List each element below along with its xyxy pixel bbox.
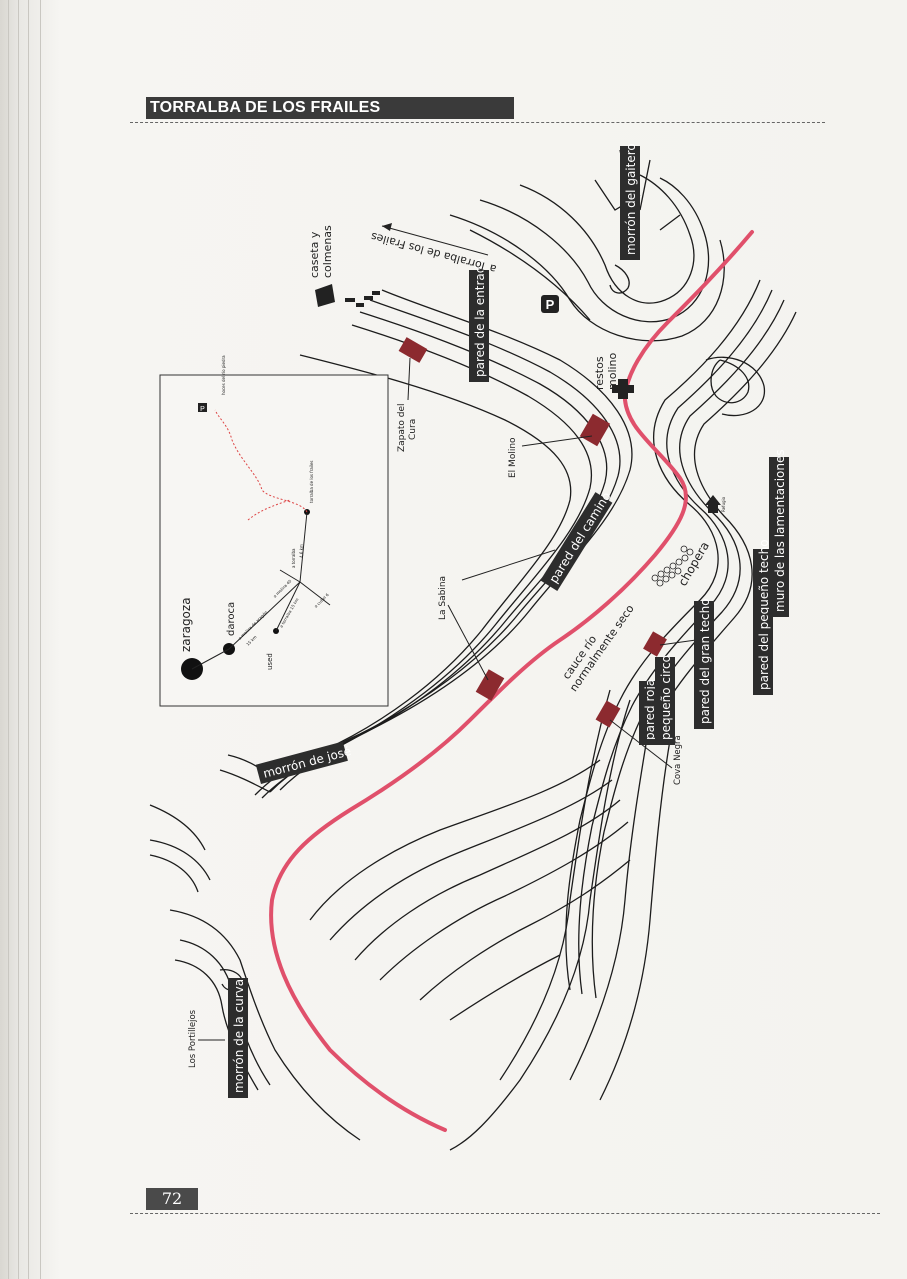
svg-text:Los Portillejos: Los Portillejos — [188, 1009, 198, 1068]
svg-text:muro de las lamentaciones: muro de las lamentaciones — [773, 449, 787, 612]
svg-text:morrón del gaitero: morrón del gaitero — [624, 143, 638, 255]
svg-text:pared del gran techo: pared del gran techo — [698, 598, 712, 724]
refugio-icon — [705, 495, 721, 513]
svg-text:pequeño circo: pequeño circo — [659, 655, 673, 740]
parking-letter: P — [546, 297, 555, 312]
page-edge — [28, 0, 29, 1279]
svg-text:Cova Negra: Cova Negra — [673, 735, 683, 785]
page-edge — [40, 0, 41, 1279]
svg-text:La Sabina: La Sabina — [438, 576, 448, 620]
inset-a-torralba-km: 4,6 km — [299, 544, 304, 558]
crag-cova-negra — [595, 700, 621, 728]
label-pared-gran-techo: pared del gran techo — [694, 598, 714, 729]
inset-zaragoza: zaragoza — [179, 597, 193, 652]
inset-hoces: hoces del río piedra — [221, 355, 226, 395]
label-pared-entrada: pared de la entrada — [469, 258, 489, 382]
label-portillejos: Los Portillejos — [188, 1009, 198, 1068]
label-pared-pequeno-techo: pared del pequeño techo — [753, 539, 773, 695]
crag-el-molino — [579, 413, 611, 447]
svg-text:morrón de la curva: morrón de la curva — [232, 979, 246, 1093]
crag-zapato — [398, 337, 428, 363]
header-divider — [130, 122, 825, 123]
section-title: TORRALBA DE LOS FRAILES — [146, 97, 514, 119]
inset-locator-map: P zaragoza daroca used a molina de aragó… — [159, 355, 389, 707]
svg-text:pared de la entrada: pared de la entrada — [473, 258, 487, 377]
svg-text:Refugio: Refugio — [721, 496, 726, 512]
label-caseta: caseta y colmenas — [308, 225, 334, 278]
label-cova-negra: Cova Negra — [673, 735, 683, 785]
footer-divider — [130, 1213, 880, 1214]
svg-text:Zapato del: Zapato del — [397, 403, 407, 452]
label-morron-gaitero: morrón del gaitero — [620, 143, 640, 260]
svg-text:pared roja: pared roja — [643, 679, 657, 740]
label-muro-lamentaciones: muro de las lamentaciones — [769, 449, 789, 617]
inset-torralba: torralba de los frailes — [309, 460, 314, 503]
label-restos-molino: restos molino — [593, 352, 619, 390]
inset-parking: P — [200, 406, 205, 413]
label-el-molino: El Molino — [508, 437, 518, 478]
chopera-trees — [651, 545, 694, 587]
mill-ruins-icon — [612, 379, 634, 399]
inset-used: used — [266, 653, 274, 670]
svg-text:Cura: Cura — [408, 419, 418, 440]
caseta-symbol — [315, 284, 335, 307]
page-edge — [18, 0, 19, 1279]
svg-text:restos: restos — [593, 356, 606, 390]
label-pared-roja: pared roja — [639, 679, 659, 745]
inset-daroca: daroca — [226, 602, 237, 636]
label-la-sabina: La Sabina — [438, 576, 448, 620]
leader-lines — [198, 357, 697, 1041]
label-refugio: Refugio — [721, 496, 726, 512]
svg-text:pared del pequeño techo: pared del pequeño techo — [757, 539, 771, 690]
label-morron-curva: morrón de la curva — [228, 978, 248, 1098]
page-edge — [8, 0, 9, 1279]
inset-a-torralba: a torralba — [291, 548, 296, 568]
crag-la-sabina — [475, 669, 505, 701]
svg-text:molino: molino — [606, 352, 619, 390]
crag-pequeno-circo — [643, 631, 667, 657]
svg-text:El Molino: El Molino — [508, 437, 518, 478]
svg-text:colmenas: colmenas — [321, 225, 334, 278]
svg-text:pared del camino: pared del camino — [546, 490, 613, 586]
label-pequeno-circo: pequeño circo — [655, 655, 675, 745]
crag-markers — [398, 337, 667, 728]
svg-text:caseta y: caseta y — [308, 231, 321, 278]
label-zapato-cura: Zapato del Cura — [397, 403, 418, 452]
label-morron-jose: morrón de josé — [255, 741, 353, 785]
direction-arrow — [381, 223, 489, 256]
label-cauce: cauce río normalmente seco — [560, 602, 637, 694]
parking-icon: P — [541, 295, 559, 313]
trail — [345, 291, 380, 307]
page-number: 72 — [146, 1188, 198, 1210]
